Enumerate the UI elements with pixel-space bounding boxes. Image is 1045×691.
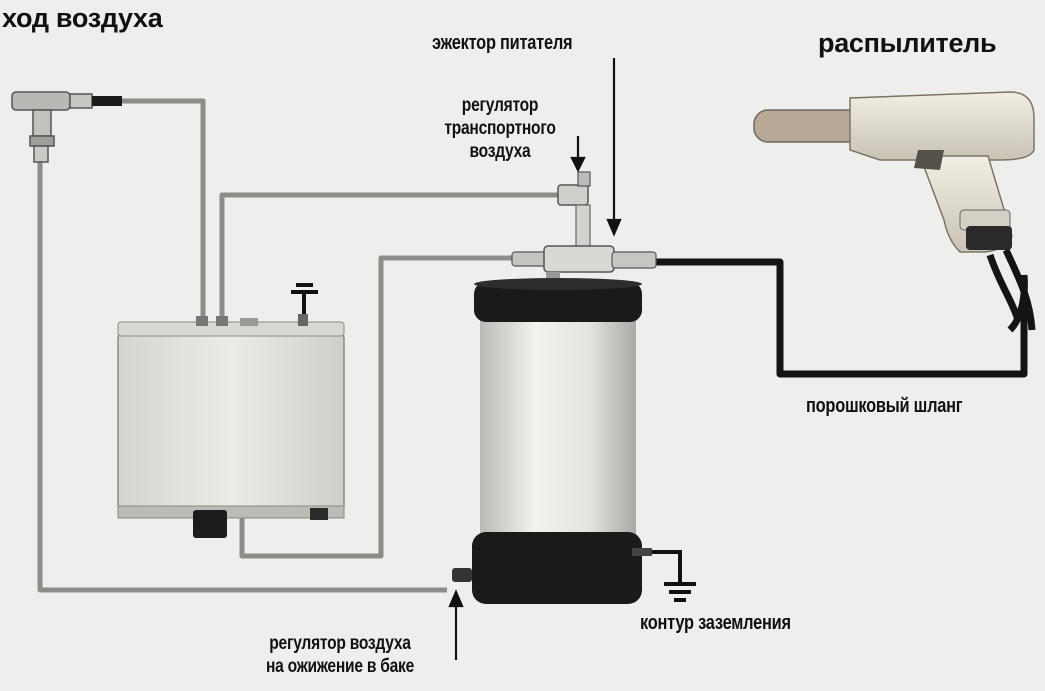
transport-regulator-label: регулятор транспортного воздуха bbox=[418, 94, 582, 163]
controller-unit bbox=[117, 314, 345, 538]
feeder-ejector-label: эжектор питателя bbox=[432, 32, 573, 54]
transport-air-regulator bbox=[557, 171, 591, 252]
air-inlet-fitting bbox=[11, 91, 122, 163]
powder-tank bbox=[452, 278, 652, 604]
air-lines bbox=[37, 98, 560, 593]
feeder-ejector bbox=[511, 245, 657, 284]
air-line-inlet-to-fluidizing bbox=[37, 160, 447, 593]
air-line-inlet-to-controller bbox=[120, 98, 206, 322]
controller-ground-icon bbox=[291, 283, 318, 314]
tank-ground-icon bbox=[652, 550, 696, 602]
ground-circuit-label: контур заземления bbox=[640, 612, 791, 634]
sprayer-label: распылитель bbox=[818, 28, 997, 58]
powder-hose bbox=[656, 258, 1028, 378]
pointer-arrows bbox=[448, 58, 622, 660]
powder-hose-label: порошковый шланг bbox=[806, 395, 963, 417]
transport-regulator-label-line3: воздуха bbox=[469, 141, 531, 162]
transport-regulator-label-line1: регулятор bbox=[461, 95, 539, 116]
air-line-controller-to-transport bbox=[219, 192, 560, 322]
spray-gun bbox=[753, 91, 1036, 333]
fluidizing-regulator-label-line1: регулятор воздуха bbox=[269, 633, 411, 654]
air-line-controller-to-ejector bbox=[239, 255, 516, 559]
fluidizing-regulator-label-line2: на ожижение в баке bbox=[265, 656, 415, 677]
air-inlet-label: ход воздуха bbox=[2, 3, 163, 33]
fluidizing-regulator-label: регулятор воздуха на ожижение в баке bbox=[225, 632, 455, 678]
transport-regulator-label-line2: транспортного bbox=[444, 118, 556, 139]
